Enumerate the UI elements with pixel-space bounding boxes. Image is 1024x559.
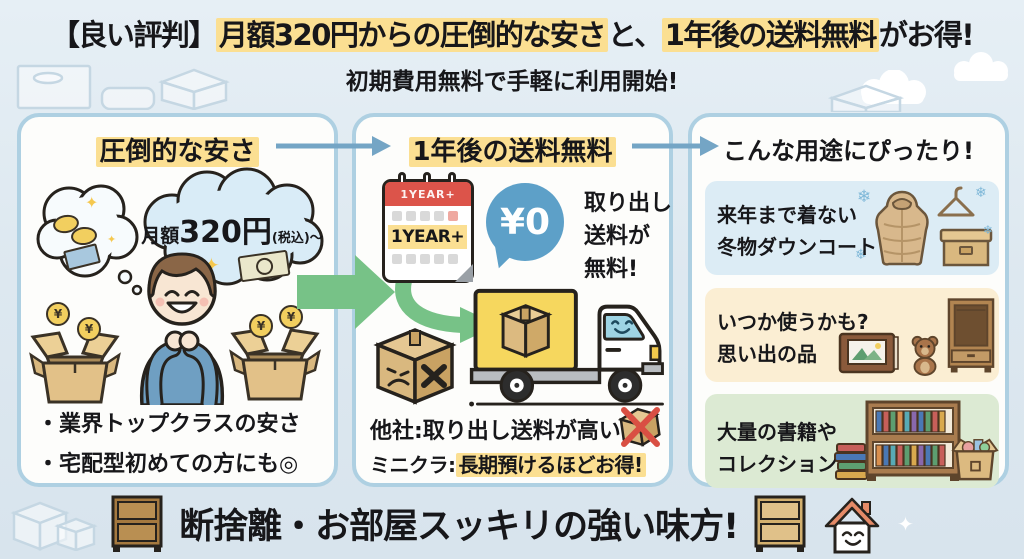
free-price-bubble: ¥0 <box>485 183 564 271</box>
cloud-icon <box>954 52 1008 81</box>
usecase-card-memories-text: いつか使うかも? 思い出の品 <box>717 310 869 366</box>
thought-bubble-price-icon: 月額320円(税込)〜 ✦ <box>137 167 327 295</box>
collection-box-icon <box>951 438 999 481</box>
bubble-tail <box>485 245 513 271</box>
shelf-icon <box>111 495 163 552</box>
sad-box-icon <box>373 328 457 405</box>
price-bullet-1: ・業界トップクラスの安さ <box>37 412 301 437</box>
open-box-icon <box>29 331 121 404</box>
title-highlight-price: 月額320円からの圧倒的な安さ <box>215 18 608 52</box>
usecase-card-winter-coat: 来年まで着ない 冬物ダウンコート ❄ ❄ ❄ ❄ <box>705 181 999 275</box>
wardrobe-icon <box>947 298 995 373</box>
sparkle-icon: ✦ <box>107 233 117 246</box>
free-price-label: ¥0 <box>499 201 551 243</box>
compare-other-company: 他社:取り出し送料が高い <box>370 419 621 444</box>
retrieval-free-note: 取り出し 送料が 無料! <box>584 191 673 282</box>
yen-coin-icon: ¥ <box>46 302 70 326</box>
happy-person-illustration <box>139 252 225 405</box>
panel-low-price-title: 圧倒的な安さ <box>21 131 334 168</box>
happy-house-icon <box>824 497 880 553</box>
usecase-card-books: 大量の書籍や コレクション <box>705 394 999 488</box>
down-coat-icon <box>875 190 929 266</box>
calendar-year-label: 1YEAR+ <box>390 227 465 247</box>
title-connector: と、 <box>607 18 663 52</box>
yen-coin-icon: ¥ <box>249 314 273 338</box>
panel-use-cases: こんな用途にぴったり! 来年まで着ない 冬物ダウンコート ❄ ❄ ❄ ❄ <box>688 113 1009 488</box>
price-bullet-list: ・業界トップクラスの安さ ・宅配型初めての方にも◎ <box>37 405 301 485</box>
faint-box-decoration <box>827 84 905 112</box>
snowflake-icon: ❄ <box>975 185 987 201</box>
title-prefix: 【良い評判】 <box>50 18 218 52</box>
photo-album-icon <box>838 332 899 374</box>
storage-box-icon <box>939 228 993 267</box>
compare-minikura: ミニクラ:長期預けるほどお得! <box>370 449 646 478</box>
usecase-card-memories: いつか使うかも? 思い出の品 <box>705 288 999 382</box>
panel-free-shipping-title: 1年後の送料無料 <box>356 131 669 168</box>
usecase-card-books-text: 大量の書籍や コレクション <box>717 420 837 476</box>
footer: 断捨離・お部屋スッキリの強い味方! ✦ <box>0 488 1024 559</box>
thought-bubble-small-icon: ✦ ✦ <box>31 177 143 297</box>
sparkle-icon: ✦ <box>85 193 99 212</box>
panel-low-price: 圧倒的な安さ ✦ ✦ <box>17 113 338 487</box>
yen-coin-icon: ¥ <box>279 305 303 329</box>
title-suffix: がお得! <box>878 18 975 52</box>
flow-arrow-2-icon <box>632 136 719 156</box>
faint-boxes-top-left-decoration <box>16 64 230 110</box>
open-box-icon <box>229 328 321 401</box>
page-title: 【良い評判】月額320円からの圧倒的な安さと、1年後の送料無料がお得! <box>0 12 1024 54</box>
bookshelf-icon <box>865 400 961 481</box>
faint-boxes-footer-decoration <box>10 501 98 551</box>
page-subtitle: 初期費用無料で手軽に利用開始! <box>345 69 679 95</box>
shelf-icon <box>754 495 806 552</box>
footer-message: 断捨離・お部屋スッキリの強い味方! <box>179 507 739 547</box>
big-green-arrow-icon <box>297 255 395 329</box>
teddy-bear-icon <box>911 335 939 376</box>
price-bullet-2: ・宅配型初めての方にも◎ <box>37 452 299 477</box>
calendar-icon: 1YEAR+ 1YEAR+ <box>382 172 474 283</box>
monthly-price-text: 月額320円(税込)〜 <box>141 215 323 250</box>
panel-use-cases-title: こんな用途にぴったり! <box>723 137 974 165</box>
box-cross-icon <box>617 407 661 447</box>
delivery-truck-icon <box>469 288 664 407</box>
calendar-header-label: 1YEAR+ <box>400 187 456 201</box>
snowflake-icon: ❄ <box>855 247 867 263</box>
snowflake-icon: ❄ <box>857 187 872 207</box>
usecase-card-winter-coat-text: 来年まで着ない 冬物ダウンコート <box>717 203 877 259</box>
snowflake-icon: ❄ <box>983 223 994 237</box>
flow-arrow-1-icon <box>276 136 391 156</box>
header: 【良い評判】月額320円からの圧倒的な安さと、1年後の送料無料がお得! 初期費用… <box>0 12 1024 96</box>
sparkle-icon: ✦ <box>897 511 914 536</box>
hanger-icon <box>937 186 975 217</box>
panel-free-shipping: 1年後の送料無料 1YEAR+ 1YEAR+ ¥0 取り出し 送料が 無料! <box>352 113 673 487</box>
title-highlight-shipping: 1年後の送料無料 <box>661 18 879 52</box>
yen-coin-icon: ¥ <box>77 317 101 341</box>
